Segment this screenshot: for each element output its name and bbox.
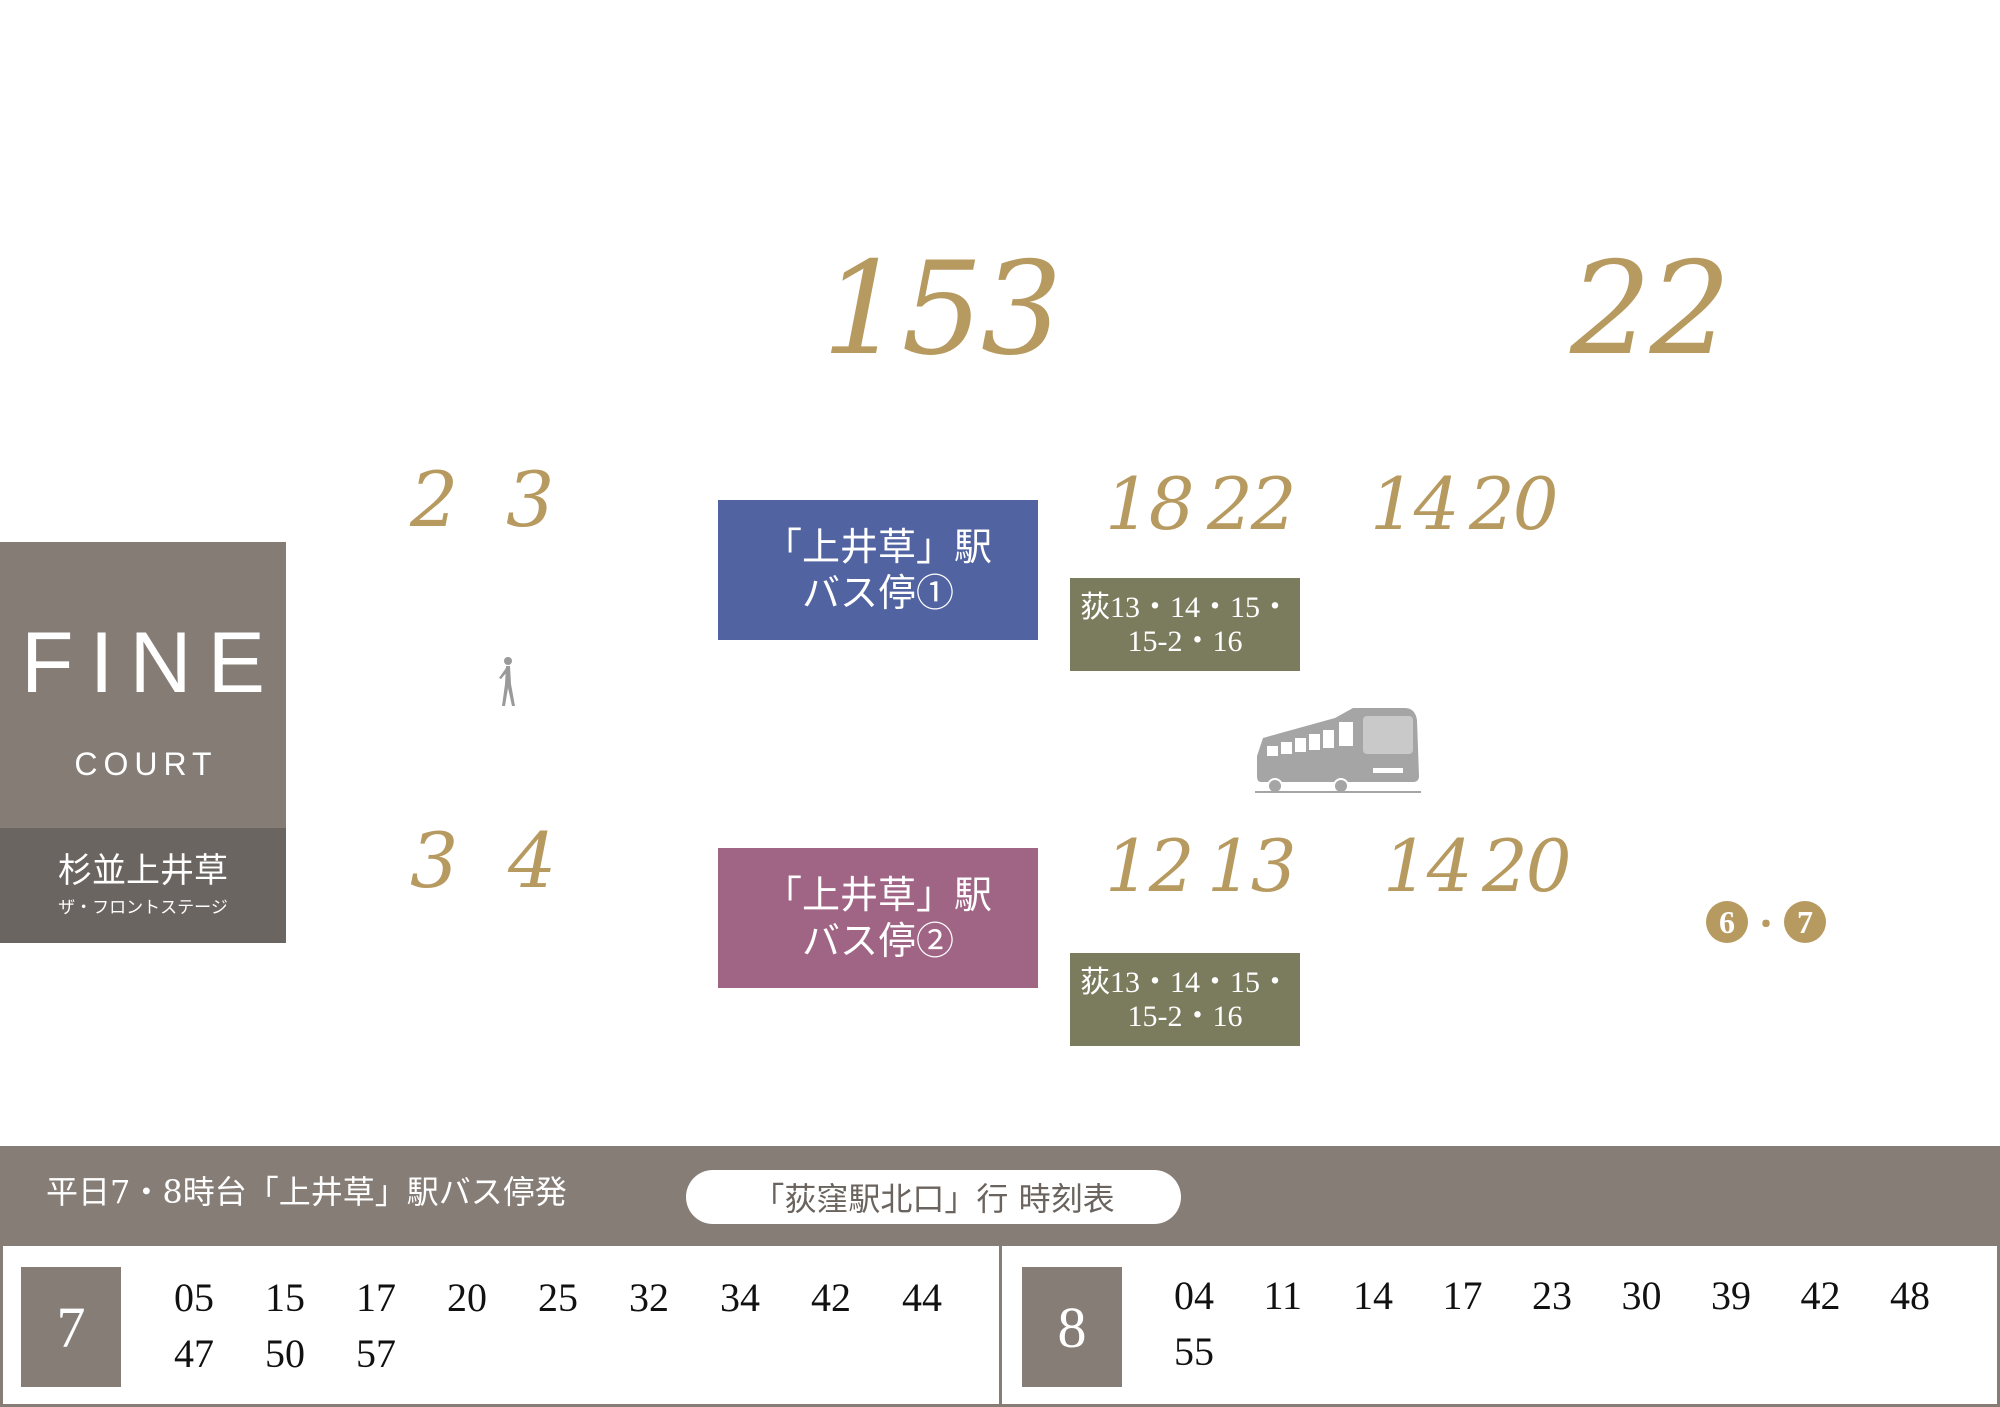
minute-entry: 11 [1263,1273,1303,1318]
big-number-right: 22 [1570,235,1731,384]
minute-entry: 55 [1174,1329,1214,1374]
bus-stop-2-label: 「上井草」駅 バス停② [718,848,1038,988]
minute-entry: 17 [1442,1273,1483,1318]
route-badge-a: 6 [1706,901,1748,943]
bus-stop-1-label: 「上井草」駅 バス停① [718,500,1038,640]
property-name: 杉並上井草 [58,851,228,891]
bus-stop-1-line1: 「上井草」駅 [763,524,992,569]
route-badge-b: 7 [1784,901,1826,943]
ride-time-bottom-b: 13 [1207,824,1297,908]
property-tagline: ザ・フロントステージ [58,898,228,918]
timetable-body: 7 05 15 17 20 25 32 34 42 44 47 50 57 8 … [0,1246,2000,1407]
route-badge: 6 ・ 7 [1706,900,1826,944]
walk-time-top-b: 3 [506,455,554,544]
minute-entry: 42 [811,1275,851,1320]
minute-entry: 48 [1890,1273,1930,1318]
minutes-list-7: 05 15 17 20 25 32 34 42 44 47 50 57 [174,1274,993,1378]
route-label-1-line2: 15-2・16 [1127,624,1243,658]
minute-entry: 50 [265,1331,305,1376]
hour-label-8: 8 [1022,1267,1122,1387]
ride-time-bottom-a: 12 [1105,824,1195,908]
big-number-left: 153 [822,235,1062,384]
timetable-title: 平日7・8時台「上井草」駅バス停発 [46,1173,567,1211]
minute-entry: 32 [629,1275,669,1320]
walking-person-icon [499,657,515,706]
minute-entry: 30 [1621,1273,1662,1318]
ride-time-top-c: 14 [1370,462,1460,546]
minute-entry: 17 [356,1275,396,1320]
timetable-header: 平日7・8時台「上井草」駅バス停発 「荻窪駅北口」行 時刻表 [0,1146,2000,1246]
route-label-2-line2: 15-2・16 [1127,999,1243,1033]
route-label-2-line1: 荻13・14・15・ [1080,965,1290,999]
ride-time-bottom-d: 20 [1482,824,1572,908]
bus-icon [1255,708,1421,794]
minute-entry: 25 [538,1275,578,1320]
timetable-divider [999,1246,1002,1404]
route-label-1-line1: 荻13・14・15・ [1080,590,1290,624]
ride-time-bottom-c: 14 [1383,824,1473,908]
logo-subtitle: COURT [74,746,218,782]
minute-entry: 57 [356,1331,396,1376]
walk-time-bottom-a: 3 [410,816,458,905]
minute-entry: 15 [265,1275,305,1320]
route-label-2: 荻13・14・15・ 15-2・16 [1070,953,1300,1046]
route-badge-separator: ・ [1751,909,1781,942]
walk-time-top-a: 2 [410,455,458,544]
minute-entry: 34 [720,1275,760,1320]
ride-time-top-a: 18 [1105,462,1195,546]
minute-entry: 14 [1353,1273,1393,1318]
minute-entry: 20 [447,1275,487,1320]
bus-stop-2-line2: バス停② [801,919,954,963]
minute-entry: 05 [174,1275,214,1320]
minute-entry: 39 [1711,1273,1751,1318]
walk-time-bottom-b: 4 [508,816,556,905]
property-name-plate: 杉並上井草 ザ・フロントステージ [0,828,286,943]
brand-logo: FINE COURT [0,542,286,828]
route-label-1: 荻13・14・15・ 15-2・16 [1070,578,1300,671]
bus-stop-2-line1: 「上井草」駅 [763,872,992,917]
logo-title: FINE [21,615,281,711]
ride-time-top-d: 20 [1469,462,1559,546]
minute-entry: 44 [902,1275,942,1320]
minutes-list-8: 04 11 14 17 23 30 39 42 48 55 [1174,1272,1980,1376]
minute-entry: 23 [1532,1273,1572,1318]
timetable-destination: 「荻窪駅北口」行 時刻表 [686,1170,1181,1224]
hour-label-7: 7 [21,1267,121,1387]
minute-entry: 04 [1174,1273,1214,1318]
minute-entry: 42 [1800,1273,1841,1318]
bus-stop-1-line2: バス停① [801,571,954,615]
ride-time-top-b: 22 [1207,462,1297,546]
minute-entry: 47 [174,1331,214,1376]
